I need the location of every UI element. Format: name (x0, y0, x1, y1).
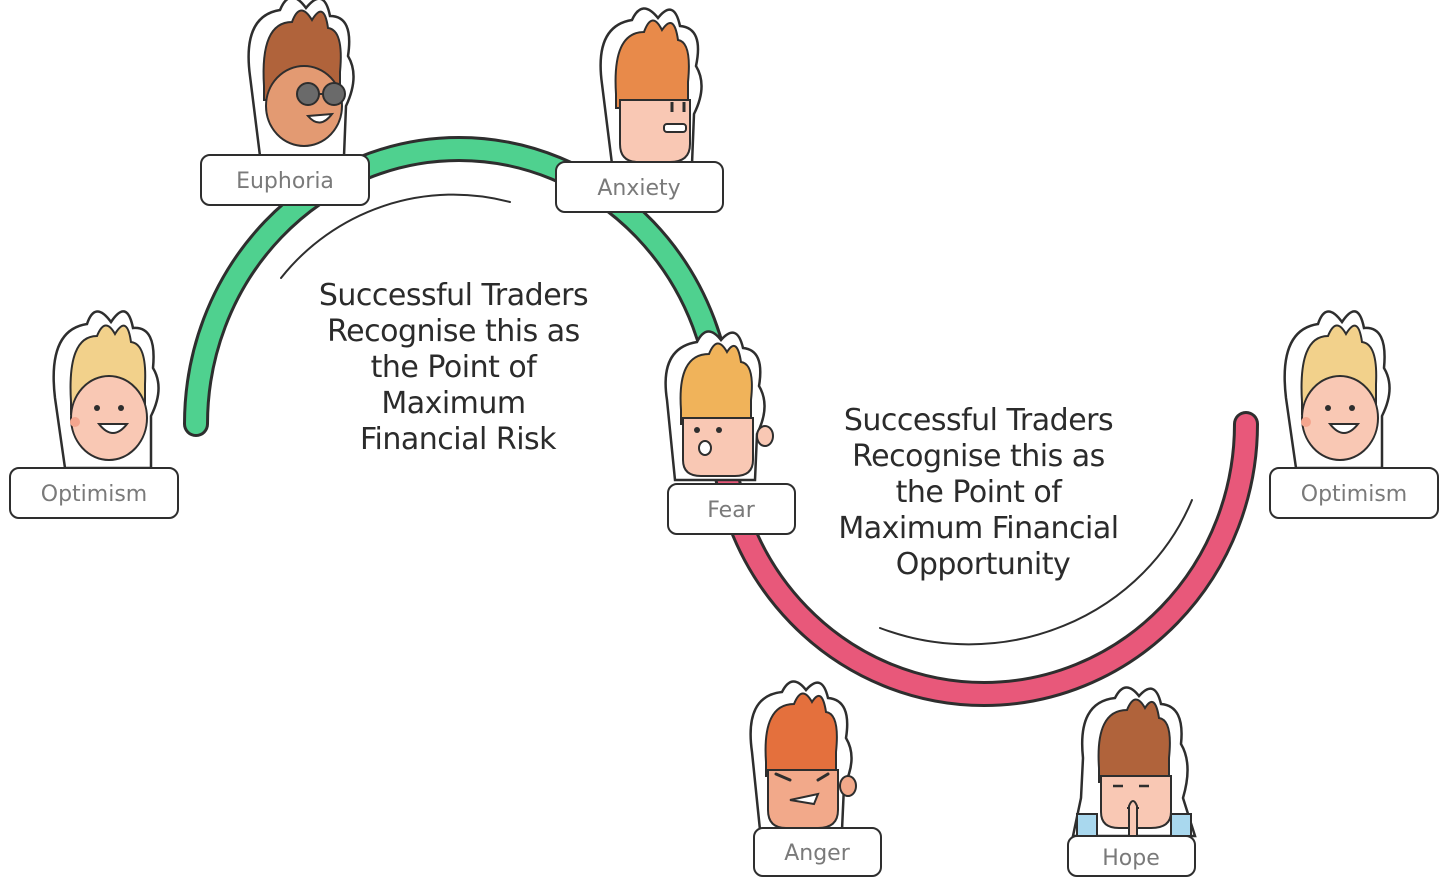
stage-label-hope: Hope (1067, 835, 1196, 877)
stage-label-optimism-end: Optimism (1269, 467, 1439, 519)
risk-arc (183, 136, 735, 437)
stage-label-optimism-start: Optimism (9, 467, 179, 519)
opportunity-inner-arc (879, 499, 1193, 646)
hope-character-icon (1071, 686, 1197, 838)
optimism-start-character-icon (52, 310, 160, 470)
optimism-end-character-icon (1283, 310, 1391, 470)
svg-text:Euphoria: Euphoria (236, 169, 334, 194)
stage-label-euphoria: Euphoria (200, 154, 370, 206)
anger-character-icon (749, 680, 857, 832)
anxiety-character-icon (599, 7, 703, 166)
svg-text:Optimism: Optimism (1301, 482, 1407, 507)
opportunity-arc (709, 411, 1259, 707)
fear-character-icon (664, 330, 774, 482)
stage-label-anger: Anger (753, 827, 882, 877)
svg-text:Optimism: Optimism (41, 482, 147, 507)
svg-text:Anxiety: Anxiety (597, 176, 680, 201)
svg-text:Hope: Hope (1102, 846, 1160, 871)
stage-label-anxiety: Anxiety (555, 161, 724, 213)
opportunity-caption: Successful Traders Recognise this as the… (838, 403, 1127, 582)
svg-text:Fear: Fear (707, 498, 755, 523)
euphoria-character-icon (247, 0, 355, 158)
risk-caption: Successful Traders Recognise this as the… (319, 278, 597, 457)
svg-text:Anger: Anger (784, 841, 850, 866)
risk-inner-arc (280, 193, 511, 279)
stage-label-fear: Fear (667, 483, 796, 535)
